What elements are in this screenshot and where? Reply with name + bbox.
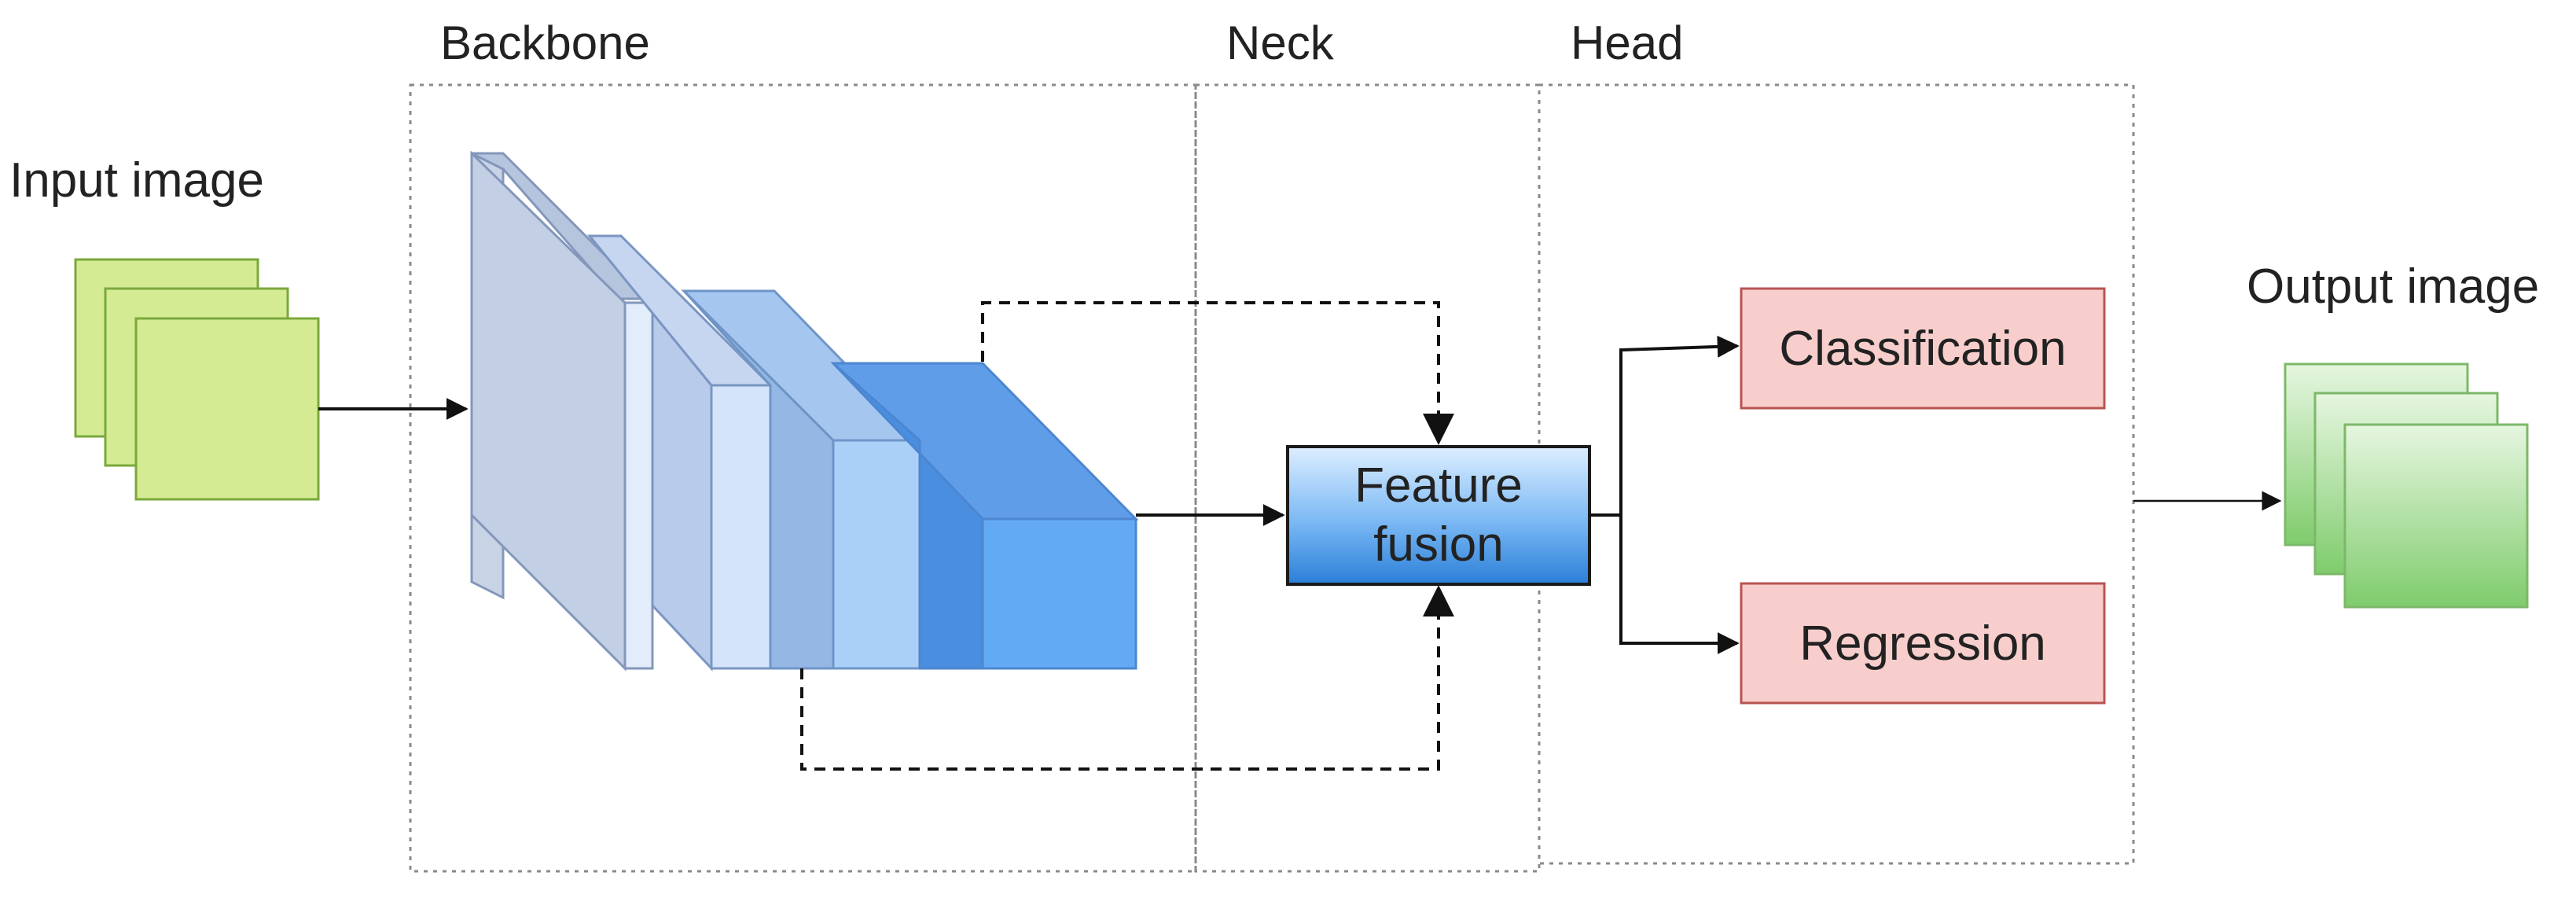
input-image-sheet-front: [134, 317, 320, 501]
input-image-stack: [74, 258, 320, 501]
input-image-label: Input image: [9, 153, 264, 208]
feature-fusion-label-line1: Feature: [1354, 458, 1523, 513]
backbone-layer-1: [470, 150, 654, 672]
head-label: Head: [1571, 17, 1683, 69]
output-image-stack: [2284, 363, 2529, 609]
backbone-layers: [470, 150, 1139, 672]
head-region: [1538, 83, 2135, 865]
skip-connection-top: [981, 301, 1454, 445]
regression-node: Regression: [1740, 582, 2106, 705]
classification-label: Classification: [1779, 322, 2066, 376]
backbone-layer-3: [681, 289, 923, 670]
backbone-region: [409, 83, 1197, 873]
fusion-to-classification-arrow: [1589, 335, 1740, 517]
fusion-to-regression-arrow: [1619, 515, 1740, 654]
backbone-label: Backbone: [440, 17, 650, 69]
output-image-sheet-front: [2343, 423, 2529, 609]
feature-fusion-node: Feature fusion: [1286, 445, 1591, 586]
classification-node: Classification: [1740, 287, 2106, 410]
backbone-layer-2: [586, 234, 774, 672]
skip-connection-bottom: [800, 585, 1454, 771]
regression-label: Regression: [1799, 616, 2046, 671]
neck-label: Neck: [1226, 17, 1335, 69]
backbone-layer-4: [830, 362, 1139, 670]
output-image-label: Output image: [2247, 259, 2539, 314]
feature-fusion-label-line2: fusion: [1373, 517, 1503, 572]
